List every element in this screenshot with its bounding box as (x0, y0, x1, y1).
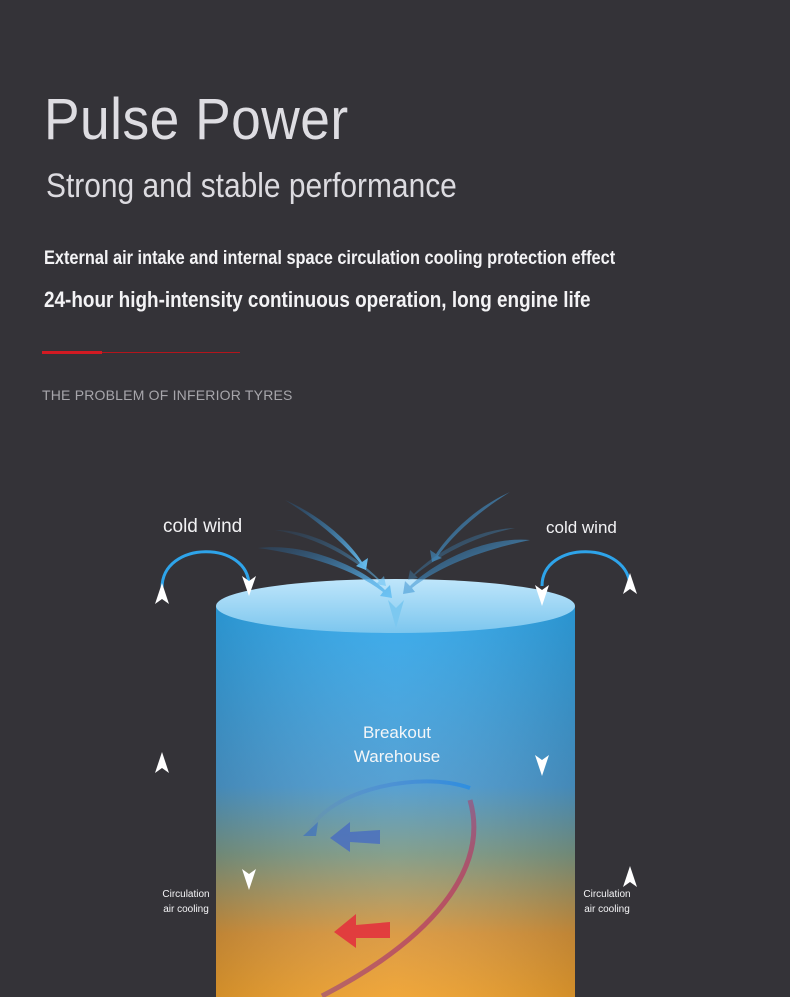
left-side-label-line-1: Circulation (162, 889, 209, 900)
description-line-2: 24-hour high-intensity continuous operat… (44, 287, 591, 312)
section-label: THE PROBLEM OF INFERIOR TYRES (42, 387, 293, 403)
center-label-line-1: Breakout (363, 723, 431, 742)
left-side-label-line-2: air cooling (163, 904, 209, 915)
page-subtitle: Strong and stable performance (46, 167, 457, 205)
right-circulation-loop (540, 550, 632, 997)
right-side-label-line-1: Circulation (583, 889, 630, 900)
accent-divider-highlight (42, 351, 102, 354)
accent-divider (42, 352, 240, 353)
cold-wind-inflow-arrows (258, 492, 530, 628)
left-cold-wind-label: cold wind (163, 516, 242, 537)
center-label-line-2: Warehouse (354, 747, 440, 766)
right-side-label-line-2: air cooling (584, 904, 630, 915)
left-circulation-loop (160, 550, 251, 997)
breakout-warehouse-cylinder (216, 579, 575, 997)
description-line-1: External air intake and internal space c… (44, 248, 616, 269)
internal-circulation-swirl (303, 779, 477, 997)
flow-arrowheads (155, 573, 637, 890)
right-cold-wind-label: cold wind (546, 518, 617, 537)
cooling-diagram: cold wind cold wind Breakout Warehouse C… (155, 492, 637, 997)
page-title: Pulse Power (44, 87, 349, 152)
